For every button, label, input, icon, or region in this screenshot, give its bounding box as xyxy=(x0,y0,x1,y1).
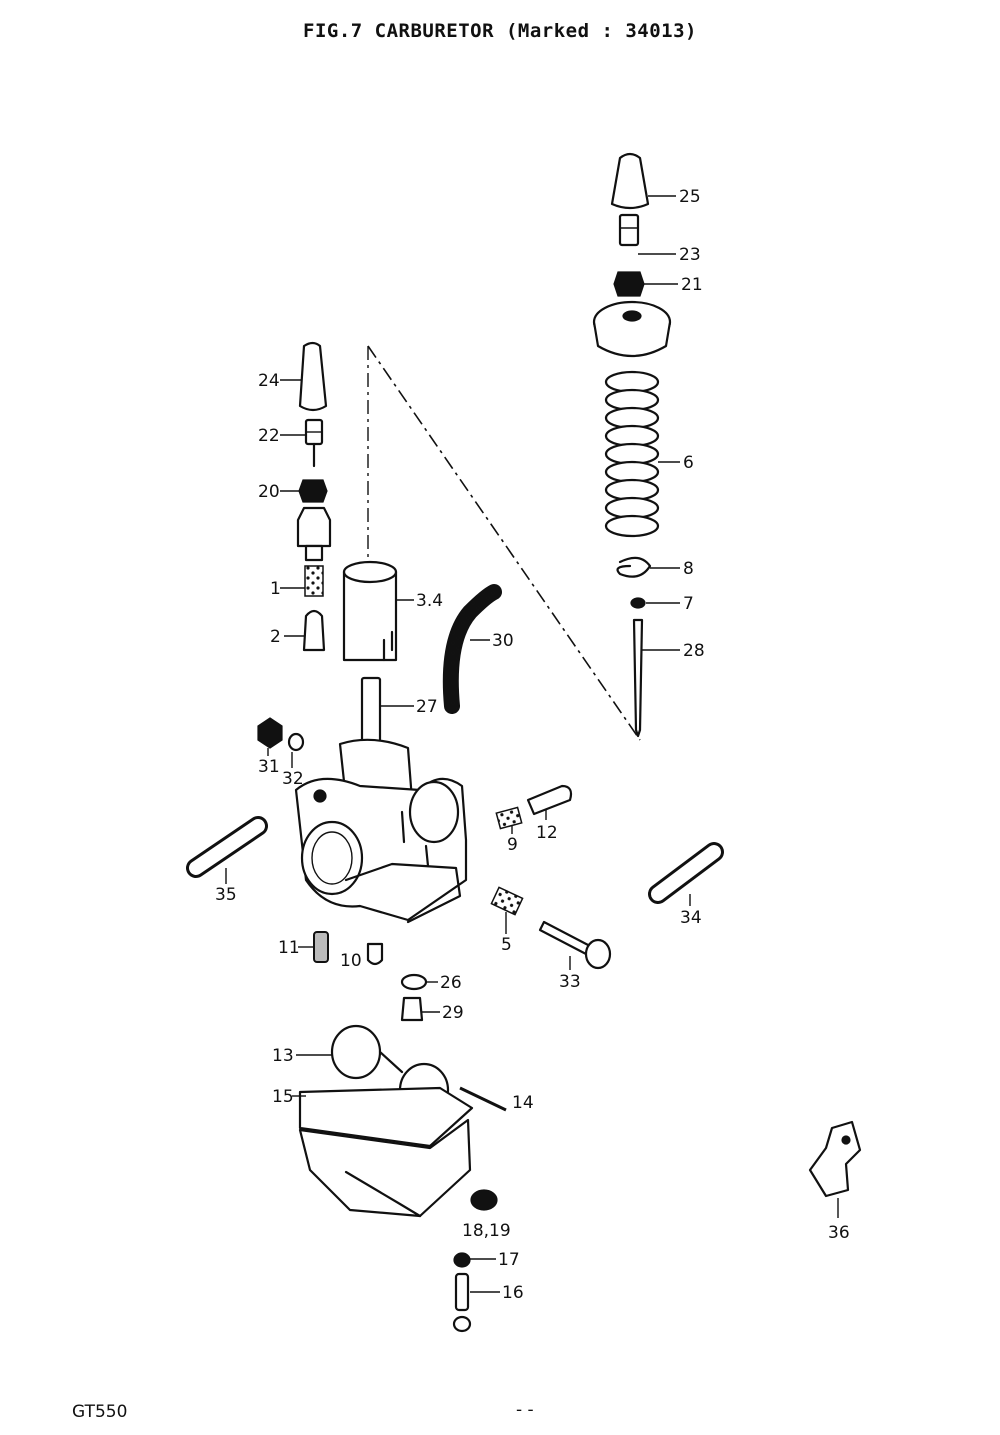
callout-label: 24 xyxy=(258,371,280,391)
part-rubber-cap-right xyxy=(610,152,650,210)
part-needle-jet-11 xyxy=(313,931,329,963)
part-mixing-chamber-top xyxy=(592,300,672,357)
part-main-jet-29 xyxy=(400,996,424,1022)
part-screw-16 xyxy=(452,1272,472,1333)
callout-label: 5 xyxy=(501,935,512,955)
callout-label: 33 xyxy=(559,972,581,992)
part-jet-needle xyxy=(632,618,644,738)
part-starter-spring xyxy=(304,565,324,597)
part-adjuster-left xyxy=(304,418,324,468)
callout-label: 28 xyxy=(683,641,705,661)
callout-label: 18,19 xyxy=(462,1221,511,1241)
callout-label: 35 xyxy=(215,885,237,905)
callout-label: 26 xyxy=(440,973,462,993)
part-throttle-valve xyxy=(342,560,398,662)
callout-label: 12 xyxy=(536,823,558,843)
callout-label: 14 xyxy=(512,1093,534,1113)
part-drain-plug xyxy=(257,717,283,749)
part-washer-26 xyxy=(400,973,428,991)
callout-label: 23 xyxy=(679,245,701,265)
part-hose-34 xyxy=(648,842,724,904)
part-throttle-spring xyxy=(604,370,660,538)
callout-label: 10 xyxy=(340,951,362,971)
callout-label: 30 xyxy=(492,631,514,651)
callout-label: 16 xyxy=(502,1283,524,1303)
part-locknut-left xyxy=(298,479,328,503)
part-clamp-36 xyxy=(808,1120,862,1198)
leader-lines xyxy=(225,195,839,1293)
part-spring-5 xyxy=(490,886,524,916)
callout-label: 31 xyxy=(258,757,280,777)
figure-title: FIG.7 CARBURETOR (Marked : 34013) xyxy=(303,20,697,42)
callout-label: 25 xyxy=(679,187,701,207)
page-number: - - xyxy=(516,1400,534,1420)
callout-label: 6 xyxy=(683,453,694,473)
assembly-center-line xyxy=(367,345,641,741)
part-starter-plunger xyxy=(302,609,326,652)
part-float-pin xyxy=(459,1086,507,1112)
part-o-ring-32 xyxy=(287,732,305,752)
part-rubber-cap-left xyxy=(298,341,328,412)
part-washer-17 xyxy=(453,1252,471,1268)
callout-label: 27 xyxy=(416,697,438,717)
part-drain-screw-18-19 xyxy=(470,1189,498,1211)
callout-label: 8 xyxy=(683,559,694,579)
callout-label: 2 xyxy=(270,627,281,647)
part-float-chamber xyxy=(298,1118,472,1218)
part-starter-valve-body xyxy=(296,506,332,562)
callout-label: 3.4 xyxy=(416,591,443,611)
part-pilot-screw-12 xyxy=(526,784,573,816)
callout-label: 17 xyxy=(498,1250,520,1270)
callout-label: 34 xyxy=(680,908,702,928)
part-spring-9 xyxy=(495,806,523,830)
callout-label: 20 xyxy=(258,482,280,502)
callout-labels: 25 23 21 6 8 7 28 24 22 20 1 2 3.4 30 27… xyxy=(215,187,850,1303)
callout-label: 11 xyxy=(278,938,300,958)
part-gasket xyxy=(298,1086,474,1148)
callout-label: 32 xyxy=(282,769,304,789)
part-pilot-jet-10 xyxy=(366,942,384,966)
model-code: GT550 xyxy=(72,1402,128,1422)
part-vent-hose xyxy=(442,584,502,714)
part-needle-retainer xyxy=(616,556,652,578)
callout-label: 1 xyxy=(270,579,281,599)
part-carburetor-body xyxy=(294,676,468,924)
callout-label: 21 xyxy=(681,275,703,295)
callout-label: 36 xyxy=(828,1223,850,1243)
part-adjuster-right xyxy=(618,213,640,247)
callout-label: 22 xyxy=(258,426,280,446)
callout-label: 7 xyxy=(683,594,694,614)
callout-label: 29 xyxy=(442,1003,464,1023)
callout-label: 15 xyxy=(272,1087,294,1107)
part-throttle-stop-screw-33 xyxy=(538,920,612,970)
callout-label: 9 xyxy=(507,835,518,855)
callout-label: 13 xyxy=(272,1046,294,1066)
part-hose-35 xyxy=(186,816,268,878)
part-locknut-right xyxy=(613,271,645,297)
part-e-ring xyxy=(630,597,646,609)
